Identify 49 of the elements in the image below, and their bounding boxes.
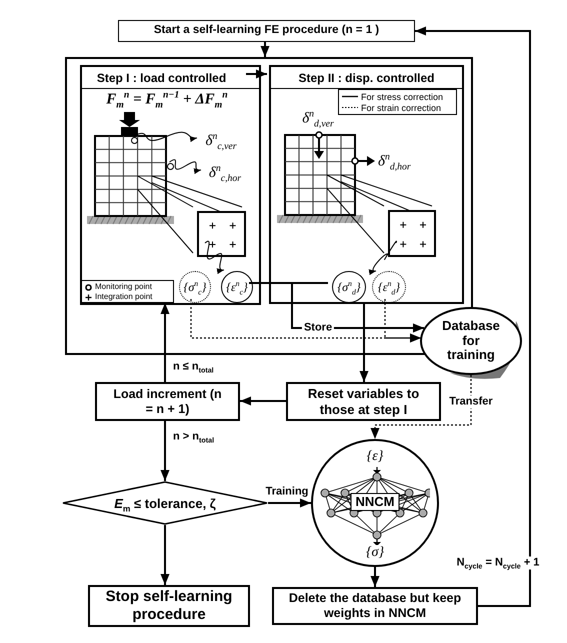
strain-circle [372, 271, 406, 303]
box-text: Start a self-learning FE procedure (n = 1 ) [154, 24, 380, 38]
input-label: {ε} [366, 449, 384, 465]
process-box [95, 382, 240, 421]
edge-label: n ≤ n$_{total}$ [171, 360, 216, 374]
start-box [118, 20, 415, 42]
arrow [370, 375, 472, 439]
edge-label: N$_{cycle}$ = N$_{cycle}$ + 1 [454, 556, 542, 570]
edge-label: Training [264, 486, 310, 498]
arrow [160, 421, 170, 481]
arrow [260, 42, 270, 57]
box-text: Reset variables to those at step I [306, 386, 420, 418]
stress-circle [179, 271, 211, 303]
stress-circle [332, 271, 366, 303]
arrow [160, 525, 170, 585]
process-box [286, 382, 441, 421]
process-box [272, 587, 478, 625]
terminal-box [88, 585, 250, 627]
network-label: NNCM [350, 493, 400, 511]
condition-text: E$_{m}$ ≤ tolerance, ζ [114, 496, 216, 510]
arrow [240, 396, 286, 406]
legend-text: Monitoring point [95, 282, 152, 292]
arrow [370, 567, 380, 587]
edge-label: Transfer [447, 396, 495, 408]
edge-label: n > n$_{total}$ [171, 430, 216, 444]
strain-circle [221, 271, 253, 303]
tensor-label: {ε$^{n}$$_{c}$} [226, 280, 248, 294]
leader-line [368, 240, 397, 274]
legend-text: For stress correction [361, 92, 444, 102]
output-label: {σ} [366, 545, 384, 561]
arrow [384, 299, 421, 342]
legend-text: For strain correction [361, 102, 442, 112]
arrow [160, 303, 170, 382]
box-text: Delete the database but keep weights in NNCM [288, 591, 462, 621]
panel-heading: Step I : load controlled [82, 67, 259, 89]
arrow [246, 70, 267, 78]
tensor-label: {σ$^{n}$$_{c}$} [184, 280, 206, 294]
tensor-label: {σ$^{n}$$_{d}$} [337, 280, 361, 294]
box-text: Load increment (n = n + 1) [112, 386, 222, 416]
database-text: Database for training [441, 318, 501, 364]
neural-network-circle [311, 439, 439, 567]
arrow [360, 302, 368, 382]
arrow [415, 26, 531, 607]
legend-text: Integration point [95, 292, 152, 302]
leader-line [204, 240, 224, 273]
leader-line [169, 159, 202, 174]
arrow [268, 498, 311, 508]
tensor-label: {ε$^{n}$$_{d}$} [378, 280, 400, 294]
box-text: Stop self-learning procedure [104, 588, 234, 624]
